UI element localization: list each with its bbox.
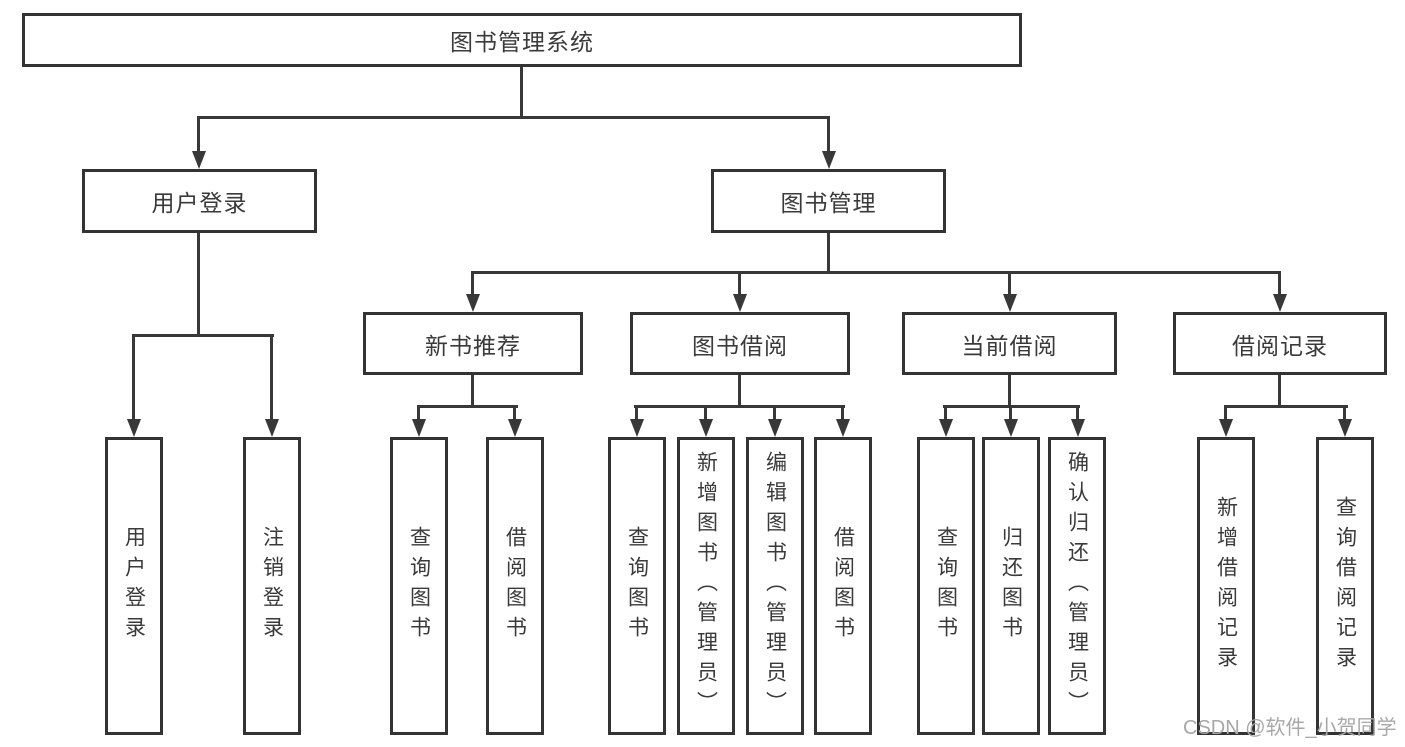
connector-stem [635,405,638,420]
connector-stem [944,405,947,420]
node-book-management: 图书管理 [711,169,946,233]
node-new-book-recommend: 新书推荐 [363,312,583,375]
node-leaf-query-book: 查询图书 [608,437,666,735]
connector-stem [417,405,420,420]
connector-root-stem [520,67,523,119]
arrow-down-icon [1004,419,1018,437]
node-leaf-return-book: 归还图书 [982,437,1040,735]
node-user-login: 用户登录 [82,169,317,233]
node-leaf-borrow-book: 借阅图书 [486,437,544,735]
arrow-down-icon [630,419,644,437]
arrow-down-icon [265,419,279,437]
node-borrowing-records: 借阅记录 [1173,312,1387,375]
connector-stem [1008,271,1011,295]
arrow-down-icon [939,419,953,437]
arrow-down-icon [412,419,426,437]
node-leaf-logout: 注销登录 [243,437,301,735]
connector-stem [1343,405,1346,420]
connector-stem [1009,405,1012,420]
connector-stem [841,405,844,420]
arrow-down-icon [1219,419,1233,437]
connector-stem [827,116,830,152]
connector-stem [471,375,474,408]
node-leaf-user-login: 用户登录 [105,437,163,735]
arrow-down-icon [192,151,206,169]
node-leaf-borrow-book: 借阅图书 [814,437,872,735]
connector-stem [1224,405,1227,420]
connector-stem [197,116,200,152]
arrow-down-icon [733,294,747,312]
connector-user-bus [132,334,274,337]
arrow-down-icon [1003,294,1017,312]
connector-stem [827,233,830,274]
arrow-down-icon [768,419,782,437]
arrow-down-icon [1273,294,1287,312]
node-leaf-edit-book-admin: 编辑图书（管理员） [746,437,804,735]
node-leaf-query-book: 查询图书 [917,437,975,735]
connector-stem [1008,375,1011,408]
connector-leaf-bus [634,405,845,408]
connector-leaf-bus [1224,405,1348,408]
arrow-down-icon [466,294,480,312]
connector-stem [738,271,741,295]
arrow-down-icon [822,151,836,169]
arrow-down-icon [836,419,850,437]
node-book-borrowing: 图书借阅 [630,312,850,375]
arrow-down-icon [1071,419,1085,437]
connector-stem [197,233,200,337]
arrow-down-icon [699,419,713,437]
connector-stem [738,375,741,408]
node-library-system: 图书管理系统 [22,13,1022,67]
connector-stem [513,405,516,420]
connector-stem [471,271,474,295]
connector-stem [773,405,776,420]
node-leaf-query-book: 查询图书 [390,437,448,735]
arrow-down-icon [1338,419,1352,437]
node-leaf-add-book-admin: 新增图书（管理员） [677,437,735,735]
connector-stem [1278,375,1281,408]
connector-stem [704,405,707,420]
connector-stem [270,334,273,420]
connector-stem [132,334,135,420]
connector-stem [1278,271,1281,295]
connector-level2-bus [197,116,830,119]
node-leaf-confirm-return-admin: 确认归还（管理员） [1048,437,1106,735]
node-leaf-query-borrow-record: 查询借阅记录 [1316,437,1374,735]
connector-level3-bus [471,271,1281,274]
node-leaf-add-borrow-record: 新增借阅记录 [1197,437,1255,735]
arrow-down-icon [127,419,141,437]
connector-leaf-bus [417,405,518,408]
connector-stem [1076,405,1079,420]
arrow-down-icon [508,419,522,437]
csdn-watermark: CSDN @软件_小贺同学 [1183,717,1397,739]
node-current-borrowing: 当前借阅 [902,312,1117,375]
